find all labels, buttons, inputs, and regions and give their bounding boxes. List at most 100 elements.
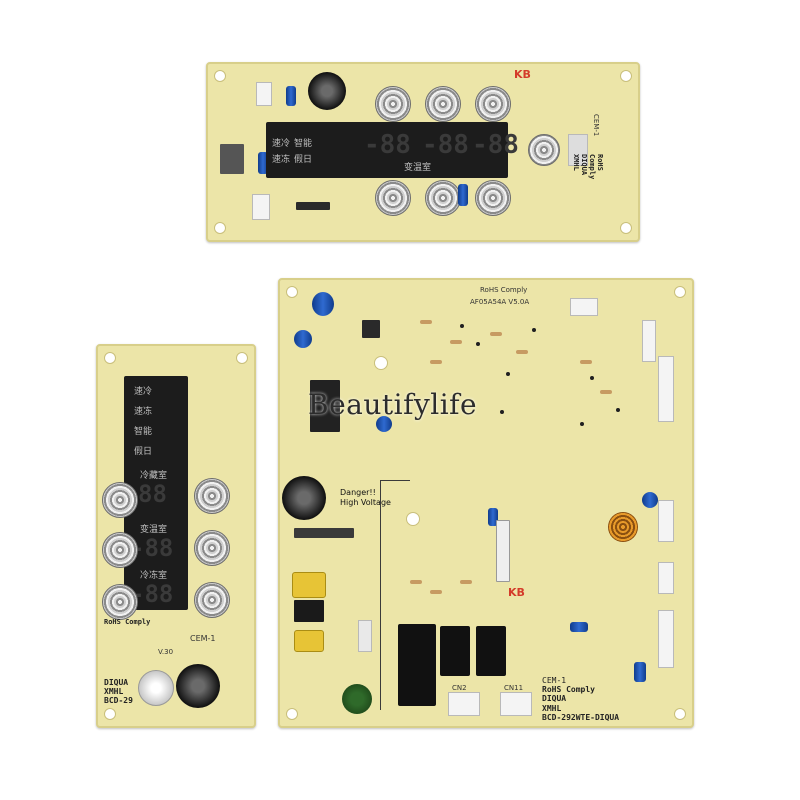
rohs-text: RoHS Comply bbox=[104, 618, 151, 626]
board-grade-mark: CEM-1 bbox=[190, 634, 216, 643]
isolation-line bbox=[380, 480, 410, 481]
lcd-digits: 88 bbox=[138, 480, 167, 508]
brand-text: DIQUA bbox=[542, 694, 567, 704]
mounting-hole bbox=[674, 708, 686, 720]
lcd-display: 速冷 速冻 智能 假日 冷藏室 88 变温室 -88 冷冻室 -88 bbox=[124, 376, 188, 610]
lcd-label: 速冻 bbox=[134, 407, 153, 417]
capacitor bbox=[376, 416, 392, 432]
model-text: BCD-292WTE-DIQUA bbox=[542, 712, 620, 722]
choke-inductor bbox=[294, 600, 324, 622]
rohs-header: RoHS Comply bbox=[480, 286, 528, 294]
diode-row bbox=[294, 528, 354, 538]
buzzer bbox=[308, 72, 346, 110]
mounting-hole bbox=[406, 512, 420, 526]
connector bbox=[658, 500, 674, 542]
capacitor bbox=[488, 508, 498, 526]
mounting-hole bbox=[620, 70, 632, 82]
lcd-label: 冷藏室 bbox=[140, 471, 168, 481]
model-text: BCD-29 bbox=[104, 696, 133, 706]
brand-text: DIQUA bbox=[579, 154, 588, 176]
connector bbox=[658, 356, 674, 422]
label-sticker bbox=[496, 520, 510, 582]
board-model-text: AF05A54A V5.0A bbox=[470, 298, 530, 306]
capacitor bbox=[634, 662, 646, 682]
board-text-block: RoHS Comply bbox=[104, 618, 150, 626]
lcd-digits: -88 bbox=[472, 130, 519, 160]
connector-cn11 bbox=[500, 692, 532, 716]
mounting-hole bbox=[214, 70, 226, 82]
lcd-label: 变温室 bbox=[140, 525, 168, 535]
lcd-label: 速冷 bbox=[272, 139, 291, 149]
lcd-label: 速冻 bbox=[272, 155, 291, 165]
rohs-text: RoHS Comply bbox=[542, 685, 595, 695]
warning-text: Danger!! bbox=[340, 488, 376, 497]
relay bbox=[398, 624, 436, 706]
fuse bbox=[358, 620, 372, 652]
lcd-label: 假日 bbox=[134, 447, 153, 457]
brand-text: XMHL bbox=[542, 703, 562, 713]
regulator-chip bbox=[220, 144, 244, 174]
mounting-hole bbox=[286, 708, 298, 720]
capacitor bbox=[570, 622, 588, 632]
version-text: V.30 bbox=[158, 648, 174, 656]
lcd-label: 智能 bbox=[134, 427, 153, 437]
key-spring bbox=[425, 86, 461, 122]
connector bbox=[570, 298, 598, 316]
capacitor bbox=[458, 184, 468, 206]
transistor bbox=[362, 320, 380, 338]
key-spring bbox=[102, 482, 138, 518]
pin-header bbox=[296, 202, 330, 210]
key-spring bbox=[528, 134, 560, 166]
lcd-label: 速冷 bbox=[134, 387, 153, 397]
connector bbox=[256, 82, 272, 106]
key-spring bbox=[194, 582, 230, 618]
warning-text: High Voltage bbox=[340, 498, 391, 507]
connector bbox=[658, 610, 674, 668]
board-grade-mark: CEM-1 bbox=[592, 114, 600, 137]
board-text-block: RoHS Comply DIQUA XMHL bbox=[572, 154, 604, 188]
capacitor bbox=[642, 492, 658, 508]
mounting-hole bbox=[214, 222, 226, 234]
mounting-hole bbox=[104, 708, 116, 720]
relay bbox=[440, 626, 470, 676]
mounting-hole bbox=[374, 356, 388, 370]
mounting-hole bbox=[236, 352, 248, 364]
key-spring bbox=[102, 532, 138, 568]
lcd-display: 速冷 速冻 智能 假日 -88 变温室 -88 -88 bbox=[266, 122, 519, 178]
capacitor bbox=[258, 152, 268, 174]
left-display-board: 速冷 速冻 智能 假日 冷藏室 88 变温室 -88 冷冻室 -88 CEM-1… bbox=[96, 344, 256, 728]
connector-label: CN11 bbox=[504, 684, 524, 692]
key-spring bbox=[475, 86, 511, 122]
board-text-block: CEM-1 RoHS Comply DIQUA XMHL BCD-292WTE-… bbox=[542, 676, 619, 722]
varistor bbox=[342, 684, 372, 714]
capacitor bbox=[286, 86, 296, 106]
buzzer bbox=[176, 664, 220, 708]
brand-text: DIQUA bbox=[104, 678, 129, 687]
lcd-label: 智能 bbox=[294, 139, 313, 149]
electrolytic-capacitor bbox=[282, 476, 326, 520]
film-capacitor bbox=[294, 630, 324, 652]
board-text-block: DIQUA XMHL BCD-29 bbox=[104, 678, 133, 706]
key-spring bbox=[425, 180, 461, 216]
key-spring bbox=[375, 180, 411, 216]
lcd-label: 变温室 bbox=[404, 163, 432, 173]
key-spring bbox=[102, 584, 138, 620]
key-spring bbox=[475, 180, 511, 216]
capacitor bbox=[138, 670, 174, 706]
lcd-label: 假日 bbox=[294, 155, 313, 165]
relay bbox=[476, 626, 506, 676]
top-display-board: 速冷 速冻 智能 假日 -88 变温室 -88 -88 KB CEM-1 RoH… bbox=[206, 62, 640, 242]
board-grade-mark: CEM-1 bbox=[542, 676, 567, 685]
film-capacitor bbox=[292, 572, 326, 598]
rohs-text: RoHS Comply bbox=[587, 154, 604, 180]
transformer bbox=[310, 380, 340, 432]
lcd-label: 冷冻室 bbox=[140, 571, 168, 581]
key-spring bbox=[194, 478, 230, 514]
kb-mark: KB bbox=[514, 68, 531, 81]
mounting-hole bbox=[620, 222, 632, 234]
brand-text: XMHL bbox=[571, 154, 580, 171]
kb-mark: KB bbox=[508, 586, 525, 599]
key-spring bbox=[194, 530, 230, 566]
lcd-digits: -88 bbox=[422, 130, 469, 160]
toroid-inductor bbox=[608, 512, 638, 542]
